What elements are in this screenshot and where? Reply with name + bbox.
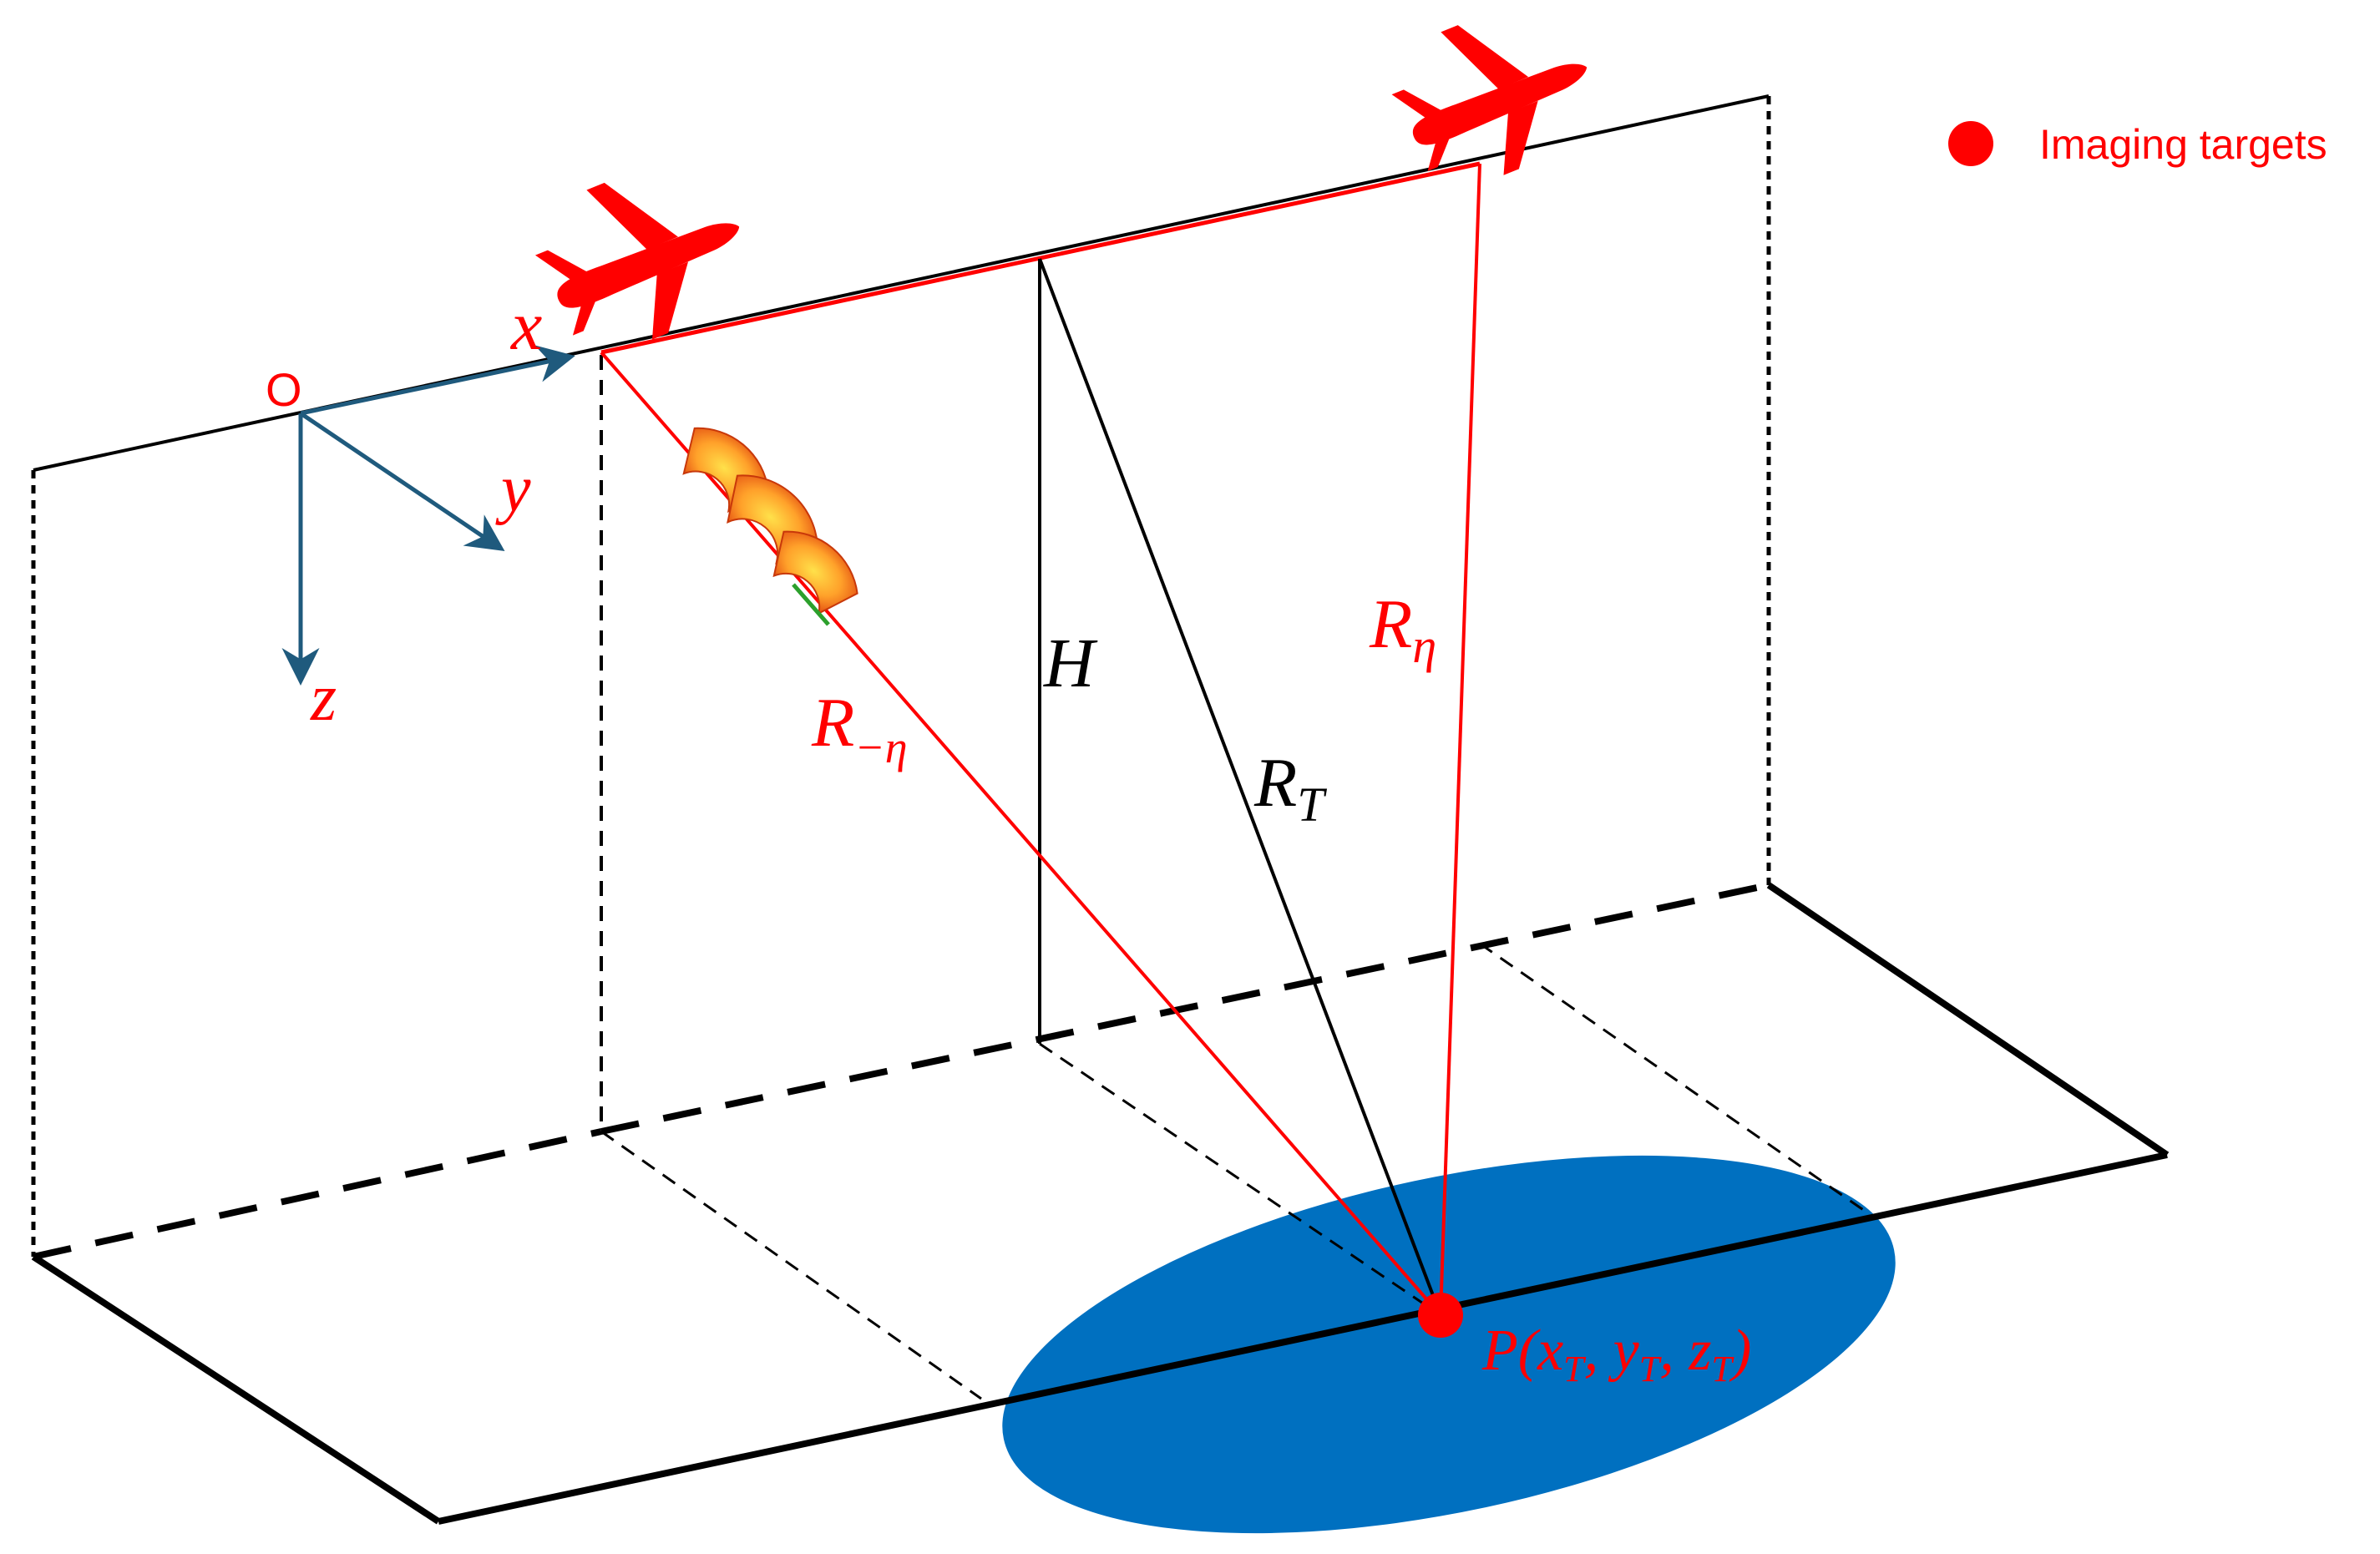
x-axis-label: x bbox=[509, 287, 542, 365]
target-label-x: x bbox=[1537, 1319, 1563, 1383]
height-label: H bbox=[1043, 625, 1098, 702]
target-label-comma2: , bbox=[1659, 1319, 1689, 1383]
legend: Imaging targets bbox=[1948, 121, 2327, 168]
ground-projection-lines bbox=[600, 942, 1871, 1400]
coordinate-axes bbox=[281, 345, 575, 686]
airplane-icon bbox=[534, 182, 740, 340]
imaging-area-ellipse bbox=[1002, 1155, 1896, 1534]
right-plane bbox=[600, 96, 1771, 1135]
ground-plane-edges bbox=[31, 882, 2170, 1525]
target-label-x-sub: T bbox=[1563, 1349, 1587, 1389]
target-label-y-sub: T bbox=[1639, 1349, 1663, 1389]
range-label-R-neg-eta-base: R bbox=[811, 684, 854, 762]
range-label-R-neg-eta-sub: −η bbox=[854, 722, 907, 772]
range-label-RT-sub: T bbox=[1297, 777, 1327, 832]
target-label-z-sub: T bbox=[1711, 1349, 1734, 1389]
target-point-icon bbox=[1418, 1293, 1463, 1338]
range-label-R-eta-base: R bbox=[1369, 585, 1412, 663]
radar-beam-icon bbox=[682, 427, 858, 626]
range-line-R-neg-eta bbox=[600, 351, 1442, 1317]
range-label-R-neg-eta: R−η bbox=[811, 684, 908, 772]
y-axis-arrow bbox=[299, 411, 505, 552]
origin-label: O bbox=[266, 363, 302, 416]
range-label-RT: RT bbox=[1253, 744, 1327, 832]
legend-label: Imaging targets bbox=[2039, 121, 2327, 168]
target-label-z: z bbox=[1688, 1319, 1711, 1383]
z-axis-label: z bbox=[310, 661, 337, 735]
range-line-RT bbox=[1038, 258, 1442, 1316]
target-label-open: ( bbox=[1518, 1319, 1541, 1383]
range-label-R-eta-sub: η bbox=[1412, 619, 1436, 673]
airplane-icon bbox=[1391, 25, 1588, 175]
range-label-R-eta: Rη bbox=[1369, 585, 1436, 673]
y-axis-label: y bbox=[495, 453, 531, 526]
target-label-comma1: , bbox=[1584, 1319, 1613, 1383]
target-label-y: y bbox=[1608, 1319, 1640, 1383]
flight-track-red bbox=[600, 161, 1481, 355]
target-label: P(xT, yT, zT) bbox=[1481, 1319, 1751, 1389]
target-label-P: P bbox=[1481, 1319, 1518, 1383]
target-label-close: ) bbox=[1729, 1319, 1751, 1383]
x-axis-arrow bbox=[300, 345, 575, 416]
left-plane bbox=[31, 355, 603, 1260]
legend-marker-icon bbox=[1948, 121, 1993, 166]
range-label-RT-base: R bbox=[1253, 744, 1297, 822]
range-line-R-eta bbox=[1439, 163, 1481, 1316]
